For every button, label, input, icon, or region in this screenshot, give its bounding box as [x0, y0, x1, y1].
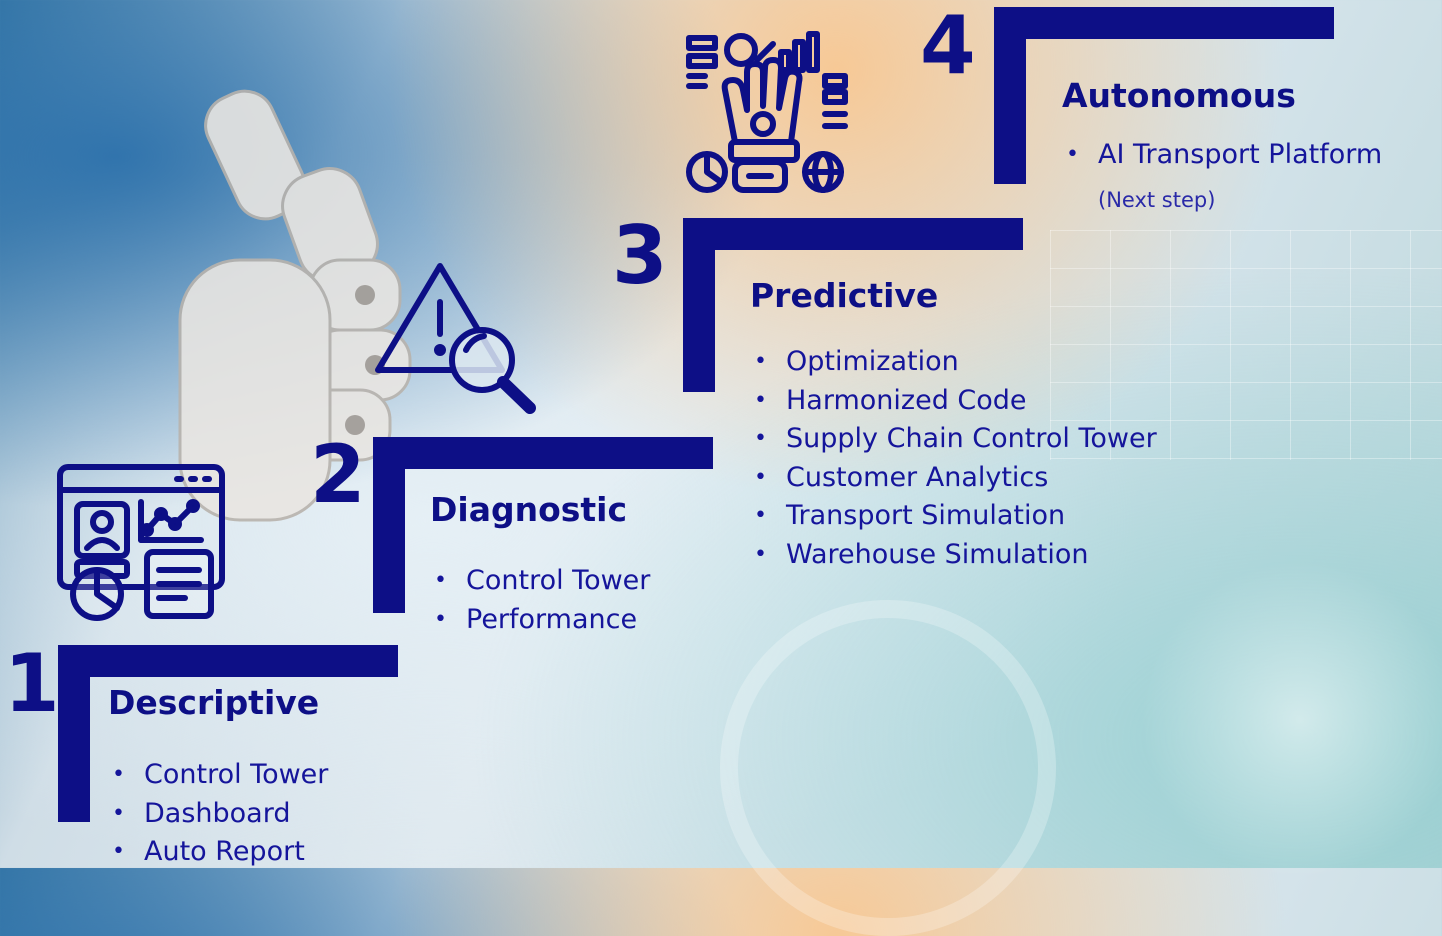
stage-4-note: (Next step) [1098, 188, 1216, 212]
stage-3-number: 3 [612, 209, 668, 302]
stair-3-top-bar [683, 218, 1023, 250]
stage-4-title: Autonomous [1062, 76, 1296, 115]
list-item: Dashboard [108, 795, 328, 834]
list-item: Transport Simulation [750, 497, 1157, 536]
stage-2-list: Control Tower Performance [430, 562, 650, 639]
stair-1-side-bar [58, 645, 90, 822]
list-item: AI Transport Platform [1062, 136, 1382, 175]
stage-1-list: Control Tower Dashboard Auto Report [108, 756, 328, 872]
list-item: Optimization [750, 343, 1157, 382]
background-dial [720, 600, 1056, 936]
stair-1-top-bar [58, 645, 398, 677]
stage-4-list: AI Transport Platform [1062, 136, 1382, 175]
robot-hand-data-icon [686, 31, 848, 193]
list-item: Supply Chain Control Tower [750, 420, 1157, 459]
background-world-map [1140, 560, 1442, 880]
stage-2-title: Diagnostic [430, 490, 628, 529]
stage-3-title: Predictive [750, 276, 939, 315]
stage-2-number: 2 [310, 428, 366, 521]
list-item: Control Tower [108, 756, 328, 795]
stair-2-side-bar [373, 437, 405, 613]
dashboard-report-icon [57, 464, 225, 621]
stair-4-top-bar [994, 7, 1334, 39]
stair-4-side-bar [994, 7, 1026, 184]
stage-4-number: 4 [920, 0, 976, 92]
background-robot-hand [178, 89, 412, 522]
list-item: Control Tower [430, 562, 650, 601]
stage-1-title: Descriptive [108, 683, 320, 722]
list-item: Harmonized Code [750, 382, 1157, 421]
warning-search-icon [375, 263, 536, 414]
stage-3-list: Optimization Harmonized Code Supply Chai… [750, 343, 1157, 574]
list-item: Performance [430, 601, 650, 640]
stair-3-side-bar [683, 218, 715, 392]
list-item: Auto Report [108, 833, 328, 872]
list-item: Customer Analytics [750, 459, 1157, 498]
stair-2-top-bar [373, 437, 713, 469]
list-item: Warehouse Simulation [750, 536, 1157, 575]
stage-1-number: 1 [4, 637, 60, 730]
background [178, 89, 1442, 936]
